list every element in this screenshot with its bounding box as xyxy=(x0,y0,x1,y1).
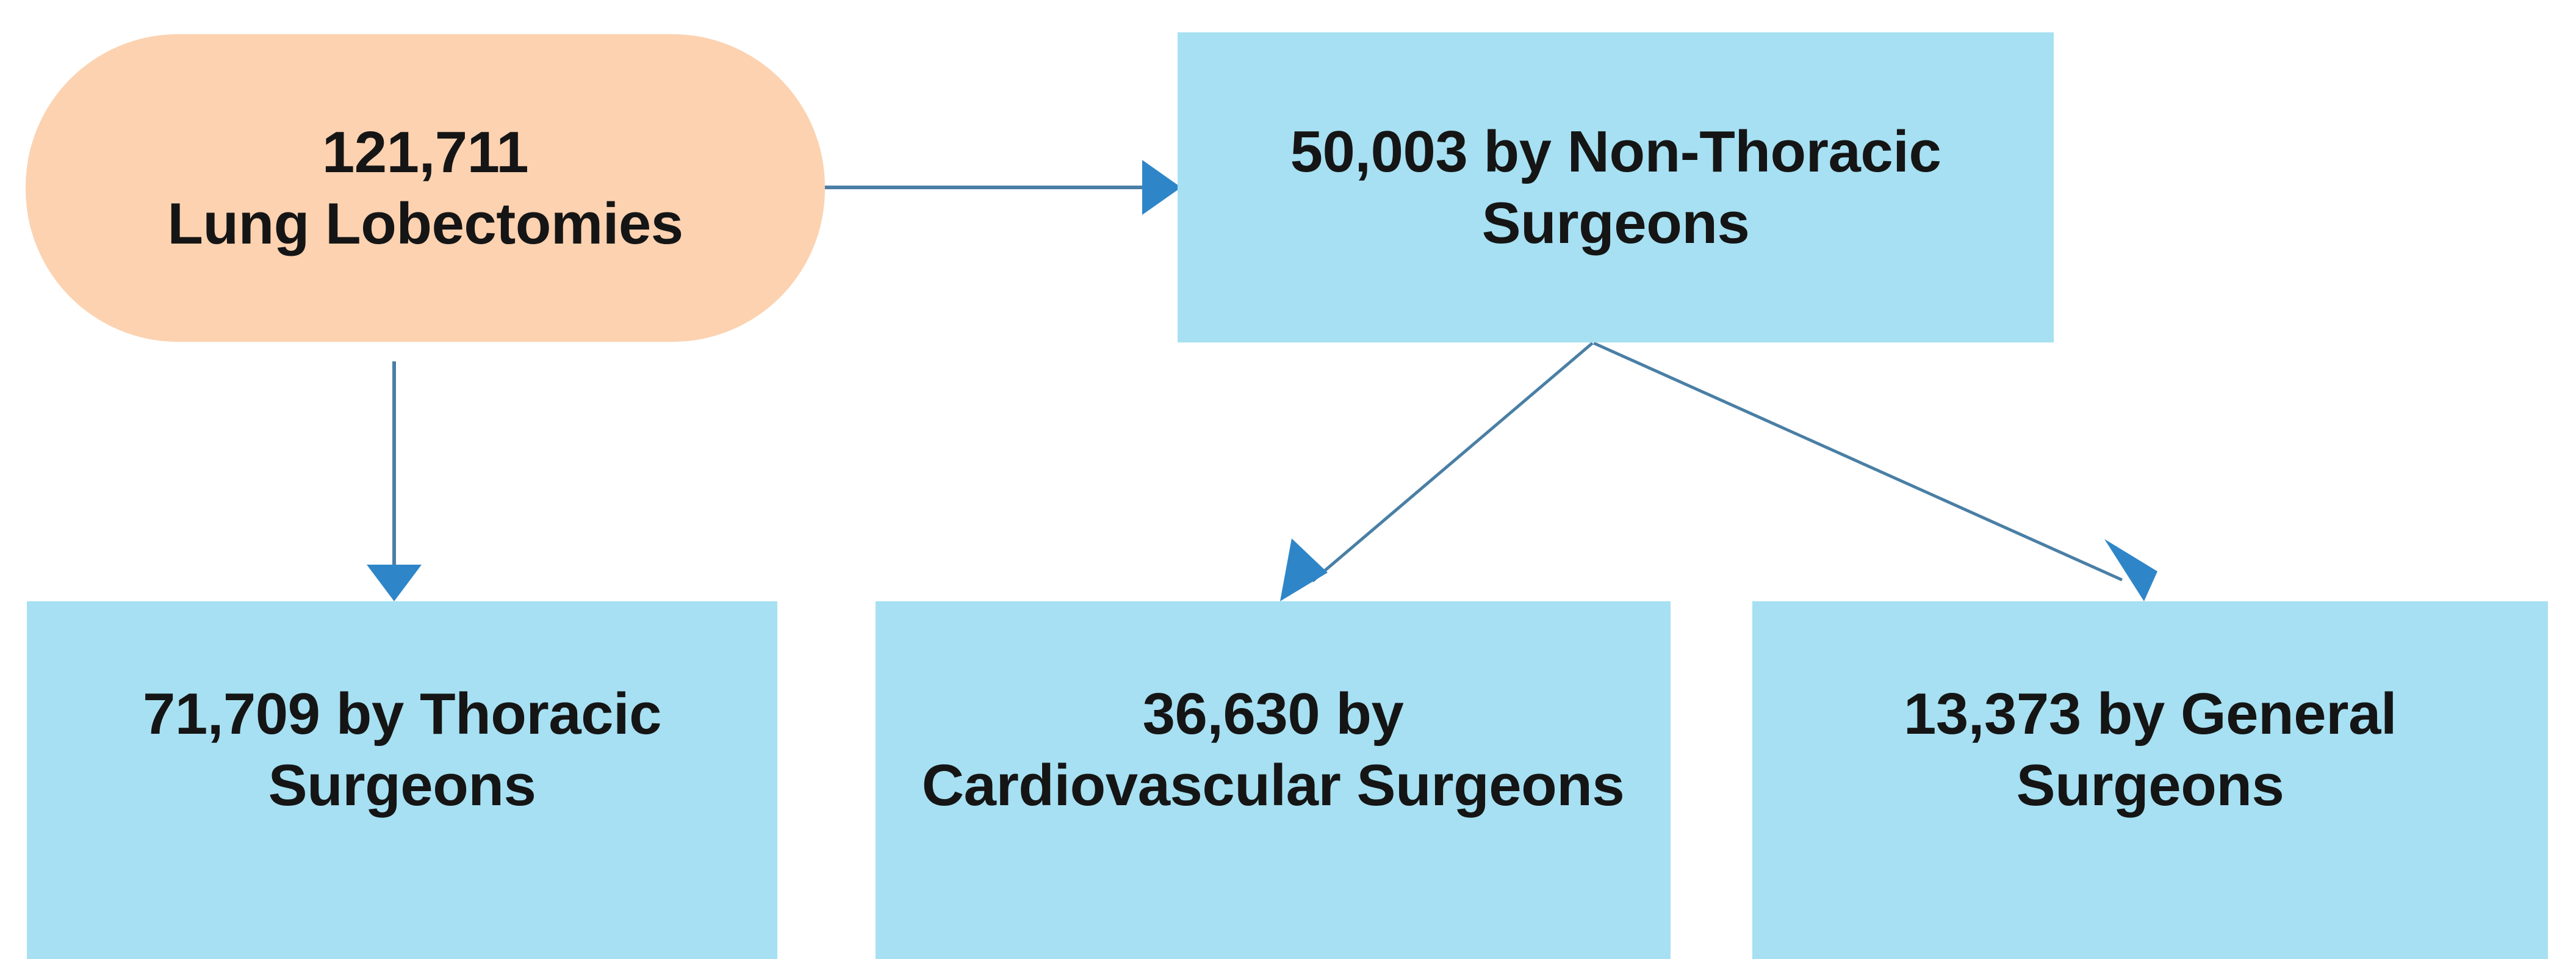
arrowhead-root-to-thoracic xyxy=(367,565,422,601)
node-general-surgeons-label: 13,373 by General Surgeons xyxy=(1903,681,2397,819)
edge-line-nonthoracic-to-general xyxy=(1592,341,2123,582)
node-non-thoracic-surgeons-label: 50,003 by Non-Thoracic Surgeons xyxy=(1290,118,1941,256)
node-non-thoracic-surgeons[interactable]: 50,003 by Non-Thoracic Surgeons xyxy=(1178,32,2054,342)
edge-nonthoracic-to-general xyxy=(1592,341,2157,601)
edge-nonthoracic-to-cardiovascular xyxy=(1280,342,1594,601)
node-general-surgeons[interactable]: 13,373 by General Surgeons xyxy=(1752,601,2548,959)
node-cardiovascular-surgeons[interactable]: 36,630 by Cardiovascular Surgeons xyxy=(876,601,1671,959)
node-lung-lobectomies-label: 121,711 Lung Lobectomies xyxy=(167,119,683,256)
node-thoracic-surgeons[interactable]: 71,709 by Thoracic Surgeons xyxy=(27,601,777,959)
edge-line-nonthoracic-to-cardiovascular xyxy=(1311,342,1594,582)
arrowhead-nonthoracic-to-general xyxy=(2104,539,2157,601)
arrowhead-root-to-nonthoracic xyxy=(1142,160,1181,215)
node-thoracic-surgeons-label: 71,709 by Thoracic Surgeons xyxy=(142,681,662,819)
edge-root-to-nonthoracic xyxy=(825,160,1181,215)
node-lung-lobectomies[interactable]: 121,711 Lung Lobectomies xyxy=(26,34,825,342)
node-cardiovascular-surgeons-label: 36,630 by Cardiovascular Surgeons xyxy=(921,681,1625,819)
arrowhead-nonthoracic-to-cardiovascular xyxy=(1280,538,1328,601)
edge-root-to-thoracic xyxy=(367,361,422,601)
